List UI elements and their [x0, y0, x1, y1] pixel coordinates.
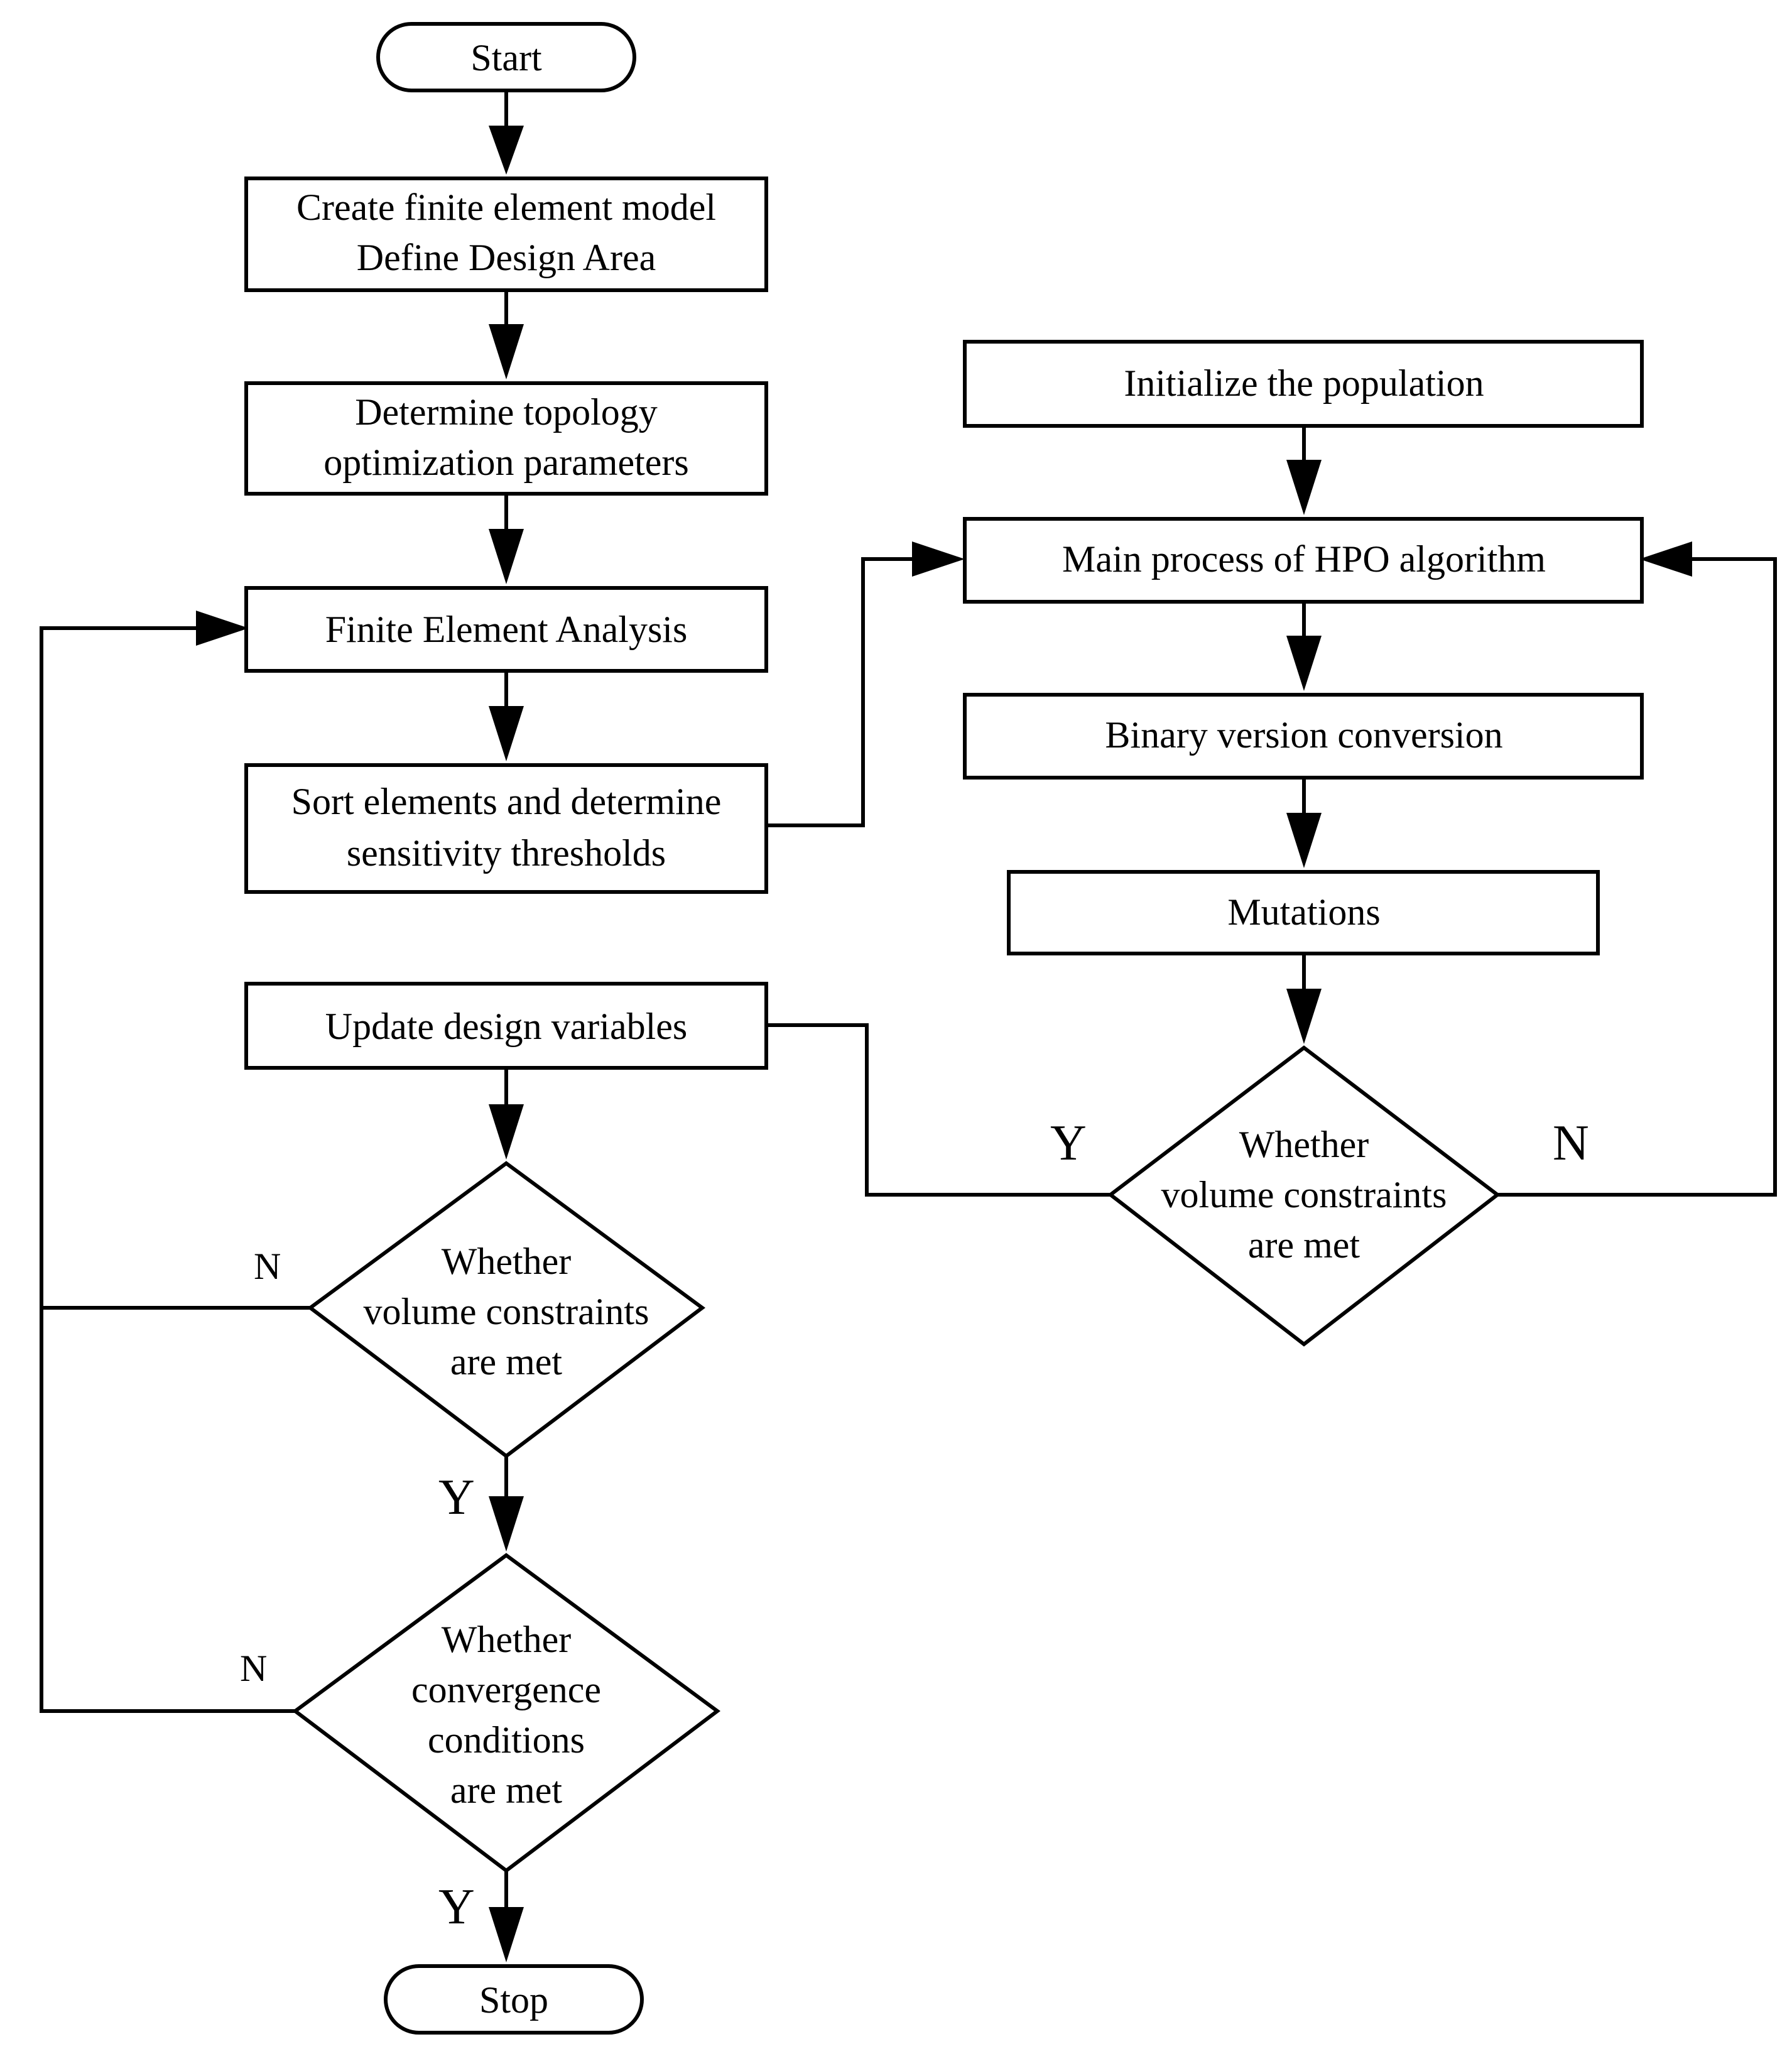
process-update-vars-label: Update design variables	[325, 1006, 687, 1047]
svg-text:Finite Element Analysis: Finite Element Analysis	[325, 609, 688, 650]
svg-text:are met: are met	[450, 1341, 563, 1383]
decision-volume-left-line-1: Whether	[442, 1241, 572, 1282]
process-topology-params: Determine topology optimization paramete…	[244, 381, 768, 496]
arrow-update-to-volume-left	[489, 1068, 524, 1160]
decision-convergence-line-1: Whether	[442, 1619, 572, 1660]
svg-text:are met: are met	[1248, 1224, 1360, 1266]
svg-text:Sort elements and determine: Sort elements and determine	[291, 781, 722, 822]
process-mutations: Mutations	[1007, 870, 1600, 955]
arrow-volume-left-no-to-fea	[40, 611, 310, 1310]
arrow-volume-right-yes-to-update	[766, 1023, 1110, 1197]
arrow-volume-right-no-to-hpo	[1497, 541, 1777, 1197]
process-update-vars: Update design variables	[244, 982, 768, 1070]
arrow-hpo-to-binary	[1286, 602, 1322, 691]
decision-convergence: Whether convergence conditions are met	[291, 1553, 721, 1873]
svg-text:Update design variables: Update design variables	[325, 1006, 687, 1047]
process-init-population: Initialize the population	[963, 340, 1644, 428]
decision-convergence-line-2: convergence	[411, 1669, 601, 1710]
svg-text:Mutations: Mutations	[1227, 891, 1380, 933]
svg-text:Define Design Area: Define Design Area	[357, 237, 656, 278]
process-hpo-main-label: Main process of HPO algorithm	[1062, 538, 1546, 580]
decision-volume-left-line-3: are met	[450, 1341, 563, 1383]
process-sort-elements-line-1: Sort elements and determine	[291, 781, 722, 822]
edge-label-left-volume-yes: Y	[438, 1470, 475, 1525]
edge-label-right-volume-yes: Y	[1050, 1116, 1087, 1171]
svg-text:conditions: conditions	[428, 1719, 585, 1761]
decision-volume-right-line-3: are met	[1248, 1224, 1360, 1266]
svg-text:Main process of HPO algorithm: Main process of HPO algorithm	[1062, 538, 1546, 580]
svg-text:Whether: Whether	[442, 1241, 572, 1282]
svg-text:convergence: convergence	[411, 1669, 601, 1710]
process-topology-params-line-2: optimization parameters	[323, 442, 688, 483]
arrow-init-to-hpo	[1286, 426, 1322, 515]
terminal-start: Start	[376, 22, 636, 92]
decision-volume-left-line-2: volume constraints	[364, 1291, 649, 1332]
process-hpo-main: Main process of HPO algorithm	[963, 517, 1644, 604]
svg-text:Determine topology: Determine topology	[355, 391, 658, 433]
connectors	[40, 90, 1777, 1962]
arrow-create-to-topology	[489, 290, 524, 379]
terminal-start-label: Start	[470, 37, 542, 79]
process-topology-params-line-1: Determine topology	[355, 391, 658, 433]
process-create-model: Create finite element model Define Desig…	[244, 177, 768, 292]
edge-label-right-volume-no: N	[1553, 1116, 1589, 1171]
process-init-population-label: Initialize the population	[1124, 362, 1484, 404]
svg-text:Start: Start	[470, 37, 542, 79]
process-fea: Finite Element Analysis	[244, 586, 768, 673]
decision-convergence-line-3: conditions	[428, 1719, 585, 1761]
svg-text:volume constraints: volume constraints	[364, 1291, 649, 1332]
svg-text:are met: are met	[450, 1769, 563, 1811]
svg-text:Whether: Whether	[1239, 1124, 1369, 1165]
arrow-fea-to-sort	[489, 671, 524, 761]
edge-label-convergence-yes: Y	[438, 1879, 475, 1935]
decision-volume-right: Whether volume constraints are met	[1107, 1045, 1501, 1347]
svg-text:Binary version conversion: Binary version conversion	[1105, 714, 1502, 756]
process-create-model-line-2: Define Design Area	[357, 237, 656, 278]
svg-text:Create finite element model: Create finite element model	[296, 187, 716, 228]
arrow-binary-to-mutations	[1286, 778, 1322, 868]
arrow-volume-left-to-convergence	[489, 1456, 524, 1552]
decision-volume-right-line-1: Whether	[1239, 1124, 1369, 1165]
process-sort-elements-line-2: sensitivity thresholds	[347, 832, 666, 874]
svg-text:Stop: Stop	[479, 1979, 548, 2021]
svg-text:sensitivity thresholds: sensitivity thresholds	[347, 832, 666, 874]
svg-text:Whether: Whether	[442, 1619, 572, 1660]
edge-label-left-volume-no: N	[254, 1246, 281, 1287]
process-mutations-label: Mutations	[1227, 891, 1380, 933]
arrow-sort-to-hpo	[766, 541, 965, 827]
arrow-mutations-to-volume-right	[1286, 954, 1322, 1044]
edge-label-convergence-no: N	[240, 1648, 267, 1689]
svg-text:optimization parameters: optimization parameters	[323, 442, 688, 483]
process-binary-conversion-label: Binary version conversion	[1105, 714, 1502, 756]
terminal-stop-label: Stop	[479, 1979, 548, 2021]
decision-convergence-line-4: are met	[450, 1769, 563, 1811]
svg-text:volume constraints: volume constraints	[1161, 1174, 1447, 1215]
process-binary-conversion: Binary version conversion	[963, 693, 1644, 780]
arrow-start-to-create	[489, 90, 524, 175]
process-fea-label: Finite Element Analysis	[325, 609, 688, 650]
arrow-convergence-to-stop	[489, 1871, 524, 1962]
arrow-topology-to-fea	[489, 494, 524, 584]
arrow-convergence-no-to-fea	[40, 1308, 295, 1713]
terminal-stop: Stop	[384, 1964, 644, 2035]
decision-volume-right-line-2: volume constraints	[1161, 1174, 1447, 1215]
process-sort-elements: Sort elements and determine sensitivity …	[244, 763, 768, 894]
svg-text:Initialize the population: Initialize the population	[1124, 362, 1484, 404]
decision-volume-left: Whether volume constraints are met	[307, 1161, 706, 1459]
process-create-model-line-1: Create finite element model	[296, 187, 716, 228]
